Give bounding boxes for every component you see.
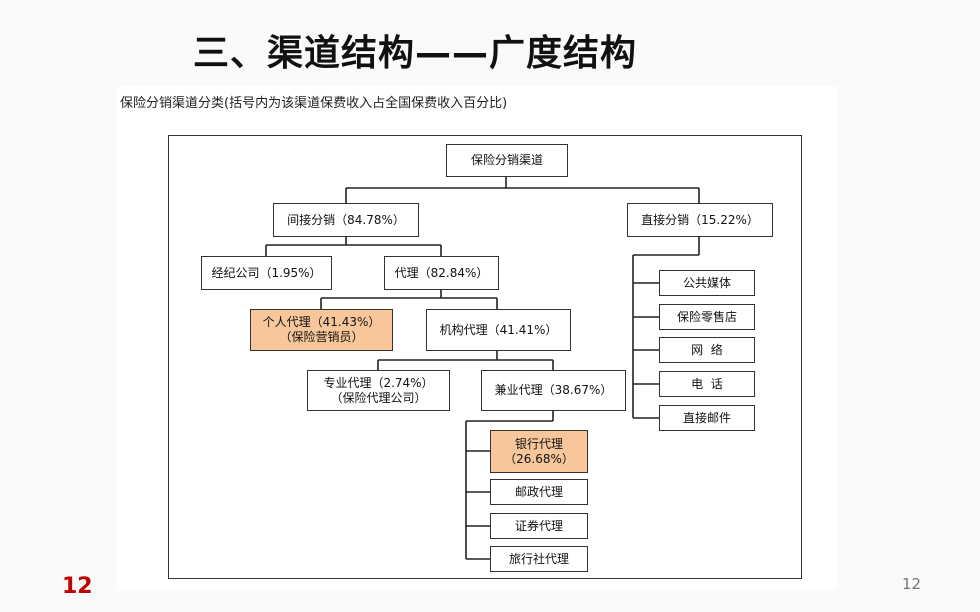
diagram-frame bbox=[168, 135, 802, 579]
node-label: 直接邮件 bbox=[682, 410, 731, 425]
node-individual-agent: 个人代理（41.43%） （保险营销员） bbox=[250, 309, 393, 351]
node-label: 邮政代理 bbox=[514, 484, 563, 499]
node-label: 旅行社代理 bbox=[508, 551, 569, 566]
node-label: 专业代理（2.74%） bbox=[323, 375, 434, 390]
node-label: 兼业代理（38.67%） bbox=[494, 383, 613, 397]
node-securities-agent: 证券代理 bbox=[490, 513, 588, 539]
node-bank-agent: 银行代理 （26.68%） bbox=[490, 430, 588, 473]
node-institutional-agent: 机构代理（41.41%） bbox=[426, 309, 571, 351]
node-sublabel: （保险营销员） bbox=[279, 330, 364, 344]
node-label: 个人代理（41.43%） bbox=[262, 315, 381, 329]
node-label: 电 话 bbox=[691, 376, 723, 391]
node-direct-mail: 直接邮件 bbox=[659, 405, 755, 431]
node-professional-agent: 专业代理（2.74%） （保险代理公司） bbox=[307, 370, 450, 411]
node-label: 经纪公司（1.95%） bbox=[211, 265, 322, 280]
node-sublabel: （26.68%） bbox=[504, 451, 574, 466]
node-label: 保险零售店 bbox=[676, 309, 737, 324]
slide-title: 三、渠道结构——广度结构 bbox=[193, 33, 638, 74]
node-insurance-retail: 保险零售店 bbox=[659, 304, 755, 330]
node-public-media: 公共媒体 bbox=[659, 270, 755, 296]
node-network: 网 络 bbox=[659, 337, 755, 363]
node-root: 保险分销渠道 bbox=[446, 144, 568, 177]
node-broker: 经纪公司（1.95%） bbox=[201, 256, 332, 290]
node-label: 银行代理 bbox=[514, 436, 563, 451]
node-concurrent-agent: 兼业代理（38.67%） bbox=[481, 370, 626, 411]
page-number-emphasis: 12 bbox=[62, 574, 93, 599]
node-label: 网 络 bbox=[691, 342, 723, 357]
node-postal-agent: 邮政代理 bbox=[490, 479, 588, 505]
node-label: 证券代理 bbox=[514, 518, 563, 533]
node-travel-agent: 旅行社代理 bbox=[490, 546, 588, 572]
node-indirect-distribution: 间接分销（84.78%） bbox=[273, 203, 419, 237]
diagram-caption: 保险分销渠道分类(括号内为该渠道保费收入占全国保费收入百分比) bbox=[120, 96, 508, 111]
node-label: 保险分销渠道 bbox=[470, 153, 543, 167]
node-label: 代理（82.84%） bbox=[394, 265, 489, 280]
node-telephone: 电 话 bbox=[659, 371, 755, 397]
node-sublabel: （保险代理公司） bbox=[330, 390, 427, 405]
node-direct-distribution: 直接分销（15.22%） bbox=[627, 203, 773, 237]
node-label: 直接分销（15.22%） bbox=[641, 212, 759, 227]
node-agency: 代理（82.84%） bbox=[384, 256, 499, 290]
node-label: 机构代理（41.41%） bbox=[439, 322, 558, 337]
node-label: 间接分销（84.78%） bbox=[287, 212, 405, 227]
node-label: 公共媒体 bbox=[682, 275, 731, 290]
page-number: 12 bbox=[902, 575, 922, 593]
